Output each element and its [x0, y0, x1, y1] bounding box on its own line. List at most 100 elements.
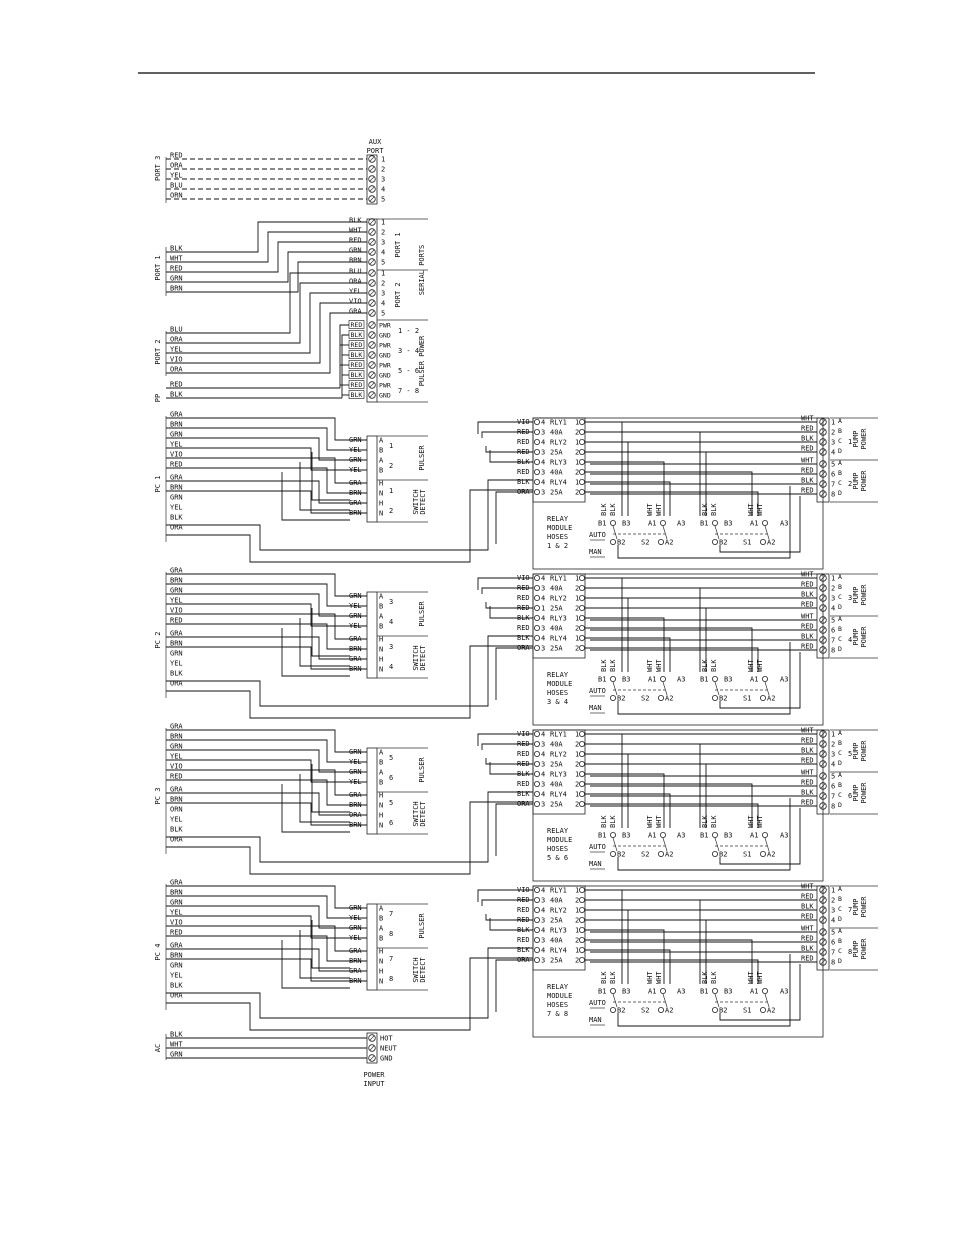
terminal-screw-slot — [369, 239, 375, 245]
port2-wire — [166, 312, 367, 374]
port1-block-wire-label: WHT — [349, 227, 362, 235]
relay-left-screw — [534, 791, 541, 798]
relay-left-pin: 4 — [541, 575, 545, 583]
pump-terminal-screw — [819, 604, 827, 612]
port1-pin-number: 2 — [381, 229, 385, 237]
pump-power-title: PUMP — [852, 473, 860, 490]
pc-signal-wire — [166, 739, 367, 763]
coil-wire — [585, 647, 759, 672]
pulser-title: PULSER — [418, 757, 426, 783]
pump-wire-label: RED — [801, 601, 814, 609]
contact-bottom-label: B2 — [719, 539, 727, 547]
pc-wire-label: BRN — [170, 640, 183, 648]
pump-terminal-screw — [819, 792, 827, 800]
relay-left-pin: 3 — [541, 917, 545, 925]
switch-lever — [612, 993, 618, 1008]
pump-pin-sub: C — [838, 437, 842, 445]
pc-wire-label: YEL — [170, 441, 183, 449]
relay-left-pin: 4 — [541, 947, 545, 955]
relay-name: 25A — [550, 761, 563, 769]
relay-right-screw — [579, 801, 586, 808]
coil-wire — [585, 491, 759, 516]
relay-name: RLY3 — [550, 459, 567, 467]
relay-right-screw — [579, 428, 586, 435]
contact-ring-bottom — [610, 851, 617, 858]
ac-terminal-screw — [368, 1054, 376, 1062]
relay-name: RLY2 — [550, 751, 567, 759]
pump-terminal-screw — [819, 616, 827, 624]
contact-ring — [762, 832, 769, 839]
pc-terminal-pin: N — [379, 490, 383, 498]
relay-left-screw — [534, 438, 541, 445]
pump-power-title: PUMP — [852, 587, 860, 604]
pc-signal-wire — [166, 749, 367, 773]
relay-right-pin: 1 — [575, 575, 579, 583]
pump-terminal-screw — [819, 470, 827, 478]
port2-terminal-screw — [368, 299, 376, 307]
port2-pin-number: 2 — [381, 280, 385, 288]
aux-pin-number: 2 — [381, 166, 385, 174]
terminal-screw-slot — [369, 1035, 375, 1041]
pump-pin-sub: C — [838, 947, 842, 955]
contact-top-label: B1 — [598, 832, 606, 840]
pc-wire-label: YEL — [170, 909, 183, 917]
serial-ports-title: SERIAL PORTS — [418, 245, 426, 296]
pump-pin-sub: D — [838, 447, 842, 455]
coil-wire-label: WHT — [655, 815, 663, 828]
relay-right-screw — [579, 438, 586, 445]
aux-wire-label: ORA — [170, 162, 183, 170]
contact-top-label: B3 — [622, 988, 630, 996]
pump-wire-label: BLK — [801, 747, 814, 755]
pc-signal-wire — [166, 895, 367, 919]
pc-terminal-pin: A — [379, 437, 384, 445]
pwr-pin-label: GND — [379, 372, 391, 380]
pc-wire-label: GRA — [170, 474, 183, 482]
pump-pin-sub: C — [838, 593, 842, 601]
relay-wire-label: BLK — [517, 790, 530, 798]
switch-lever — [662, 993, 668, 1008]
pump-terminal-screw — [819, 574, 827, 582]
terminal-screw-slot — [820, 647, 826, 653]
relay-name: 25A — [550, 957, 563, 965]
relay-right-screw — [579, 741, 586, 748]
pc-wire-label: BRN — [170, 421, 183, 429]
pump-wire-label: BLK — [801, 903, 814, 911]
contact-ring — [762, 676, 769, 683]
pump-pin-number: 6 — [831, 627, 835, 635]
port1-block-wire-label: GRN — [349, 247, 362, 255]
relay-right-pin: 1 — [575, 419, 579, 427]
pc-relay-feed-wire — [166, 635, 533, 707]
coil-wire-label: BLK — [701, 815, 709, 828]
pc-jumper-wire — [299, 618, 350, 667]
coil-wire-label: BLK — [600, 503, 608, 516]
coil-wire — [585, 421, 623, 516]
port2-block-wire-label: VIO — [349, 298, 362, 306]
relay-name: 40A — [550, 585, 563, 593]
relay-left-pin: 1 — [541, 605, 545, 613]
switch-lever — [714, 837, 720, 852]
pump-pin-number: 6 — [831, 939, 835, 947]
coil-wire — [585, 793, 671, 828]
relay-right-pin: 2 — [575, 645, 579, 653]
relay-left-pin: 3 — [541, 781, 545, 789]
pc-jumper-wire — [311, 608, 350, 657]
coil-wire-label: WHT — [756, 971, 764, 984]
pump-pin-sub: D — [838, 915, 842, 923]
switch-channel-number: 4 — [389, 663, 393, 671]
relay-right-screw — [579, 585, 586, 592]
pc-signal-wire — [166, 792, 367, 816]
pump-wire-label: WHT — [801, 457, 814, 465]
switch-detect-title: DETECT — [419, 645, 427, 671]
contact-bottom-label: S2 — [641, 695, 649, 703]
relay-left-pin: 4 — [541, 635, 545, 643]
port1-terminal-screw — [368, 238, 376, 246]
switch-lever — [714, 681, 720, 696]
contact-top-label: B1 — [598, 676, 606, 684]
pc-signal-wire — [166, 802, 367, 826]
relay-input-wire — [485, 602, 533, 609]
relay-input-wire — [485, 914, 533, 921]
pc-terminal-pin: N — [379, 822, 383, 830]
pp-wire-label: RED — [170, 381, 183, 389]
pc-wire-label: ORA — [170, 992, 183, 1000]
contact-bottom-label: A2 — [767, 539, 775, 547]
